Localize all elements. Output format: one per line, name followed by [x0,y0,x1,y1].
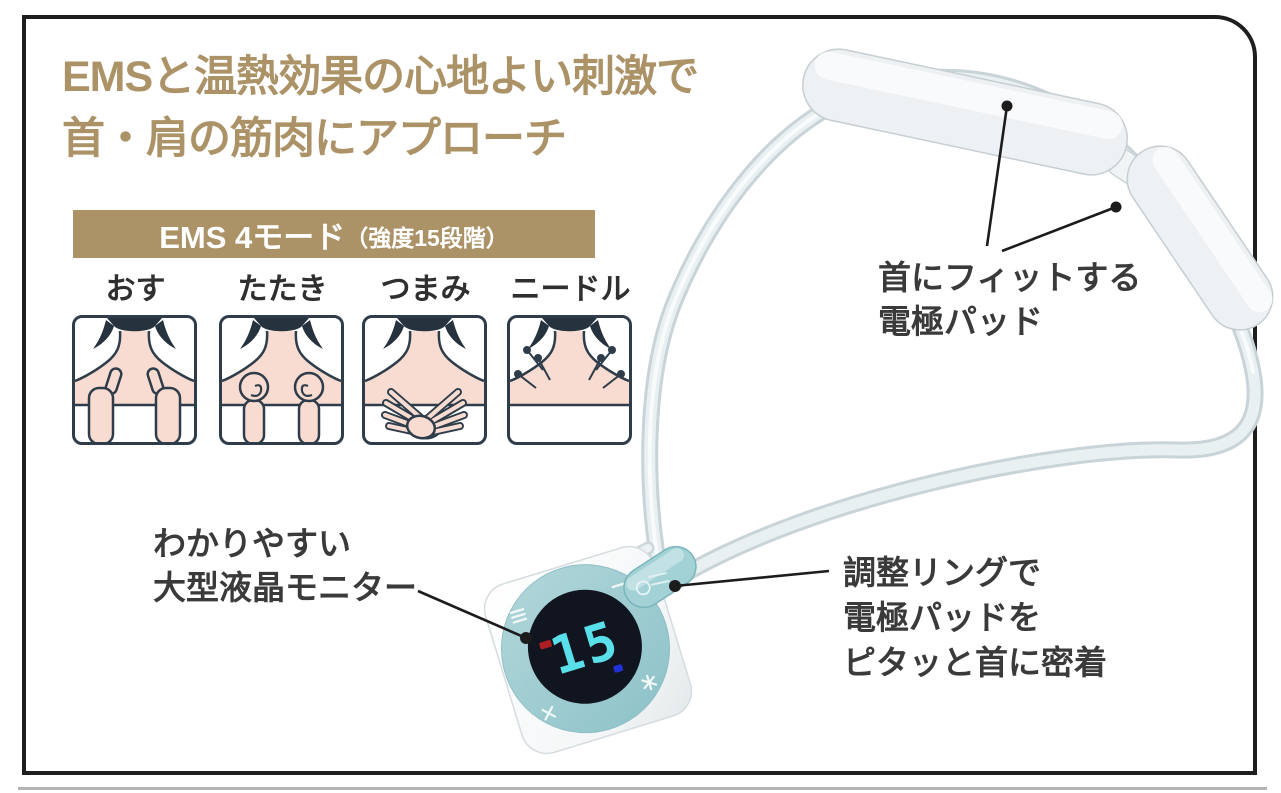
mode-pinch: つまみ [362,264,489,445]
mode-tapping-label: たたき [237,273,328,306]
mode-press-label: おす [105,273,166,306]
annotation-monitor-line1: わかりやすい [153,525,351,562]
mode-needle-illustration [507,315,632,445]
lcd-red-indicator [539,640,552,650]
adjustment-ring [623,545,697,609]
annotation-ring-line2: 電極パッドを [843,599,1041,636]
mode-pinch-illustration [362,315,487,445]
tapping-illustration-svg [222,318,341,442]
pointer-lcd [417,589,532,644]
bottom-divider [18,787,1267,790]
pointer-pad-top [985,100,1013,247]
electrode-pad-top [802,48,1128,176]
annotation-electrode-pads: 首にフィットする 電極パッド [878,256,1141,344]
annotation-ring-line1: 調整リングで [843,554,1041,591]
callout-pointers [417,100,1122,644]
mode-tapping: たたき [219,264,346,445]
annotation-pads-line1: 首にフィットする [878,259,1142,296]
annotation-lcd-monitor: わかりやすい 大型液晶モニター [153,522,417,610]
pointer-pad-right [1001,201,1122,253]
minus-icon [611,582,627,589]
mode-tapping-illustration [219,315,344,445]
headline: EMSと温熱効果の心地よい刺激で 首・肩の筋肉にアプローチ [62,46,699,170]
lcd-monitor [527,589,642,704]
mode-needle: ニードル [507,264,634,445]
mode-press-illustration [72,315,197,445]
ems-banner-title: EMS 4モード [159,219,346,255]
annotation-monitor-line2: 大型液晶モニター [153,569,417,606]
electrode-pad-right [1126,145,1274,331]
pinch-illustration-svg [365,318,484,440]
mode-pinch-label: つまみ [380,273,471,306]
annotation-adjustment-ring: 調整リングで 電極パッドを ピタッと首に密着 [843,550,1107,685]
lcd-blue-indicator [613,664,624,673]
cross-icon [541,705,557,721]
mode-needle-label: ニードル [510,273,631,306]
ems-mode-banner: EMS 4モード（強度15段階） [73,210,595,258]
mode-press: おす [72,264,199,445]
headline-line2: 首・肩の筋肉にアプローチ [62,115,567,163]
pointer-ring [669,569,830,592]
ems-banner-subtitle: （強度15段階） [345,224,509,251]
annotation-pads-line2: 電極パッド [878,303,1043,340]
sparkle-icon [641,674,658,691]
menu-icon [509,608,528,624]
ring-logo-icon [635,580,651,596]
annotation-ring-line3: ピタッと首に密着 [843,644,1107,681]
needle-illustration-svg [510,318,629,407]
headline-line1: EMSと温熱効果の心地よい刺激で [62,53,699,101]
press-illustration-svg [75,318,194,442]
